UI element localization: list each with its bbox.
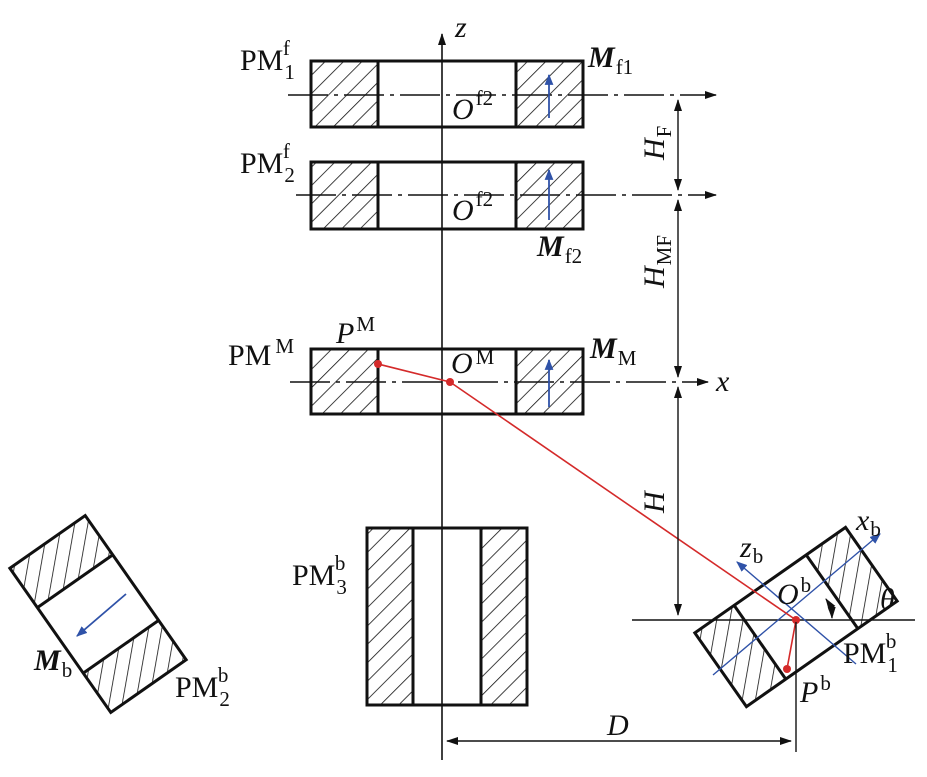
label-dim-hf: HF bbox=[638, 126, 676, 161]
label-of2-bottom: Of2 bbox=[452, 187, 493, 227]
label-theta: θ bbox=[880, 583, 895, 616]
magnet-pm1b bbox=[692, 525, 900, 709]
magnet-pm2b bbox=[7, 513, 189, 715]
label-axis-x: x bbox=[715, 365, 730, 398]
point-pb bbox=[783, 665, 791, 673]
zb-axis bbox=[736, 561, 857, 665]
point-ob bbox=[792, 616, 800, 624]
label-mM: MM bbox=[589, 332, 637, 370]
moment-mb-arrow bbox=[76, 593, 127, 637]
label-dim-d: D bbox=[606, 709, 629, 742]
label-dim-h: H bbox=[638, 489, 671, 514]
label-pm2f: PM2f bbox=[240, 139, 295, 187]
theta-angle-arc bbox=[825, 598, 836, 619]
ob-to-pb-line bbox=[786, 619, 797, 670]
xb-axis bbox=[712, 533, 881, 676]
label-dim-hmf: HMF bbox=[638, 235, 676, 289]
label-axis-zb: zb bbox=[739, 531, 763, 568]
magnet-pm1f bbox=[309, 59, 585, 129]
label-pm1b: PM1b bbox=[843, 629, 898, 677]
label-pm2b: PM2b bbox=[175, 663, 230, 711]
pm-to-om-line bbox=[377, 363, 451, 383]
label-pM: PM bbox=[335, 312, 375, 350]
om-to-ob-line bbox=[449, 381, 797, 621]
label-pb: Pb bbox=[799, 671, 831, 709]
magnet-pm3b bbox=[365, 526, 529, 707]
label-pm1f: PM1f bbox=[240, 36, 295, 84]
label-axis-z: z bbox=[454, 11, 467, 44]
label-ob: Ob bbox=[777, 573, 811, 611]
point-oM bbox=[446, 378, 454, 386]
label-pm3b: PM3b bbox=[292, 551, 347, 599]
label-mf1: Mf1 bbox=[587, 41, 633, 79]
label-axis-xb: xb bbox=[855, 504, 881, 541]
label-of2-top: Of2 bbox=[452, 86, 493, 126]
label-mb: Mb bbox=[33, 644, 72, 682]
point-pM bbox=[374, 360, 382, 368]
label-mf2: Mf2 bbox=[536, 230, 582, 268]
